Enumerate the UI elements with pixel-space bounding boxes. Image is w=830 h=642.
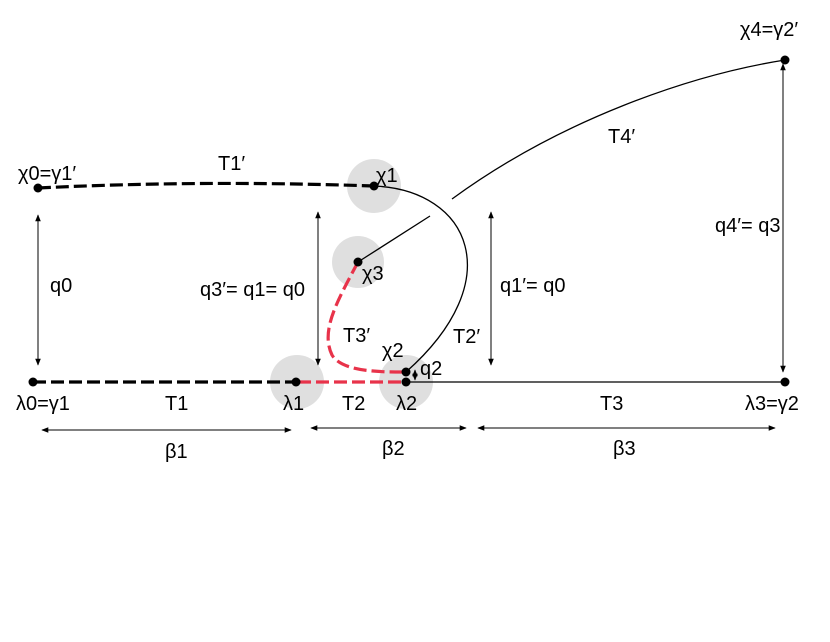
label-chi0-gamma1prime: χ0=γ1′ bbox=[18, 163, 76, 185]
label-T1: T1 bbox=[165, 393, 188, 415]
label-T3: T3 bbox=[600, 393, 623, 415]
node-chi0 bbox=[33, 183, 43, 193]
node-lambda1 bbox=[291, 377, 301, 387]
label-chi1: χ1 bbox=[376, 165, 398, 187]
label-T1prime: T1′ bbox=[218, 153, 245, 175]
node-chi1 bbox=[369, 181, 379, 191]
label-T2: T2 bbox=[342, 393, 365, 415]
label-q1prime-eq: q1′= q0 bbox=[500, 275, 565, 297]
node-lambda3 bbox=[780, 377, 790, 387]
label-T2prime: T2′ bbox=[453, 326, 480, 348]
label-chi4-gamma2prime: χ4=γ2′ bbox=[740, 19, 798, 41]
label-lambda3-gamma2: λ3=γ2 bbox=[745, 393, 799, 415]
label-chi2: χ2 bbox=[382, 340, 404, 362]
label-lambda1: λ1 bbox=[283, 393, 304, 415]
label-chi3: χ3 bbox=[362, 263, 384, 285]
node-chi4 bbox=[780, 55, 790, 65]
dashed-path-T3prime bbox=[326, 261, 407, 374]
label-q3prime-eq: q3′= q1= q0 bbox=[200, 279, 305, 301]
label-q0: q0 bbox=[50, 275, 72, 297]
node-chi3 bbox=[353, 257, 363, 267]
node-lambda0 bbox=[28, 377, 38, 387]
label-q2: q2 bbox=[420, 358, 442, 380]
label-lambda0-gamma1: λ0=γ1 bbox=[16, 393, 70, 415]
curve-chi3-branch bbox=[357, 215, 431, 263]
label-beta1: β1 bbox=[165, 441, 188, 463]
label-beta3: β3 bbox=[613, 438, 636, 460]
label-beta2: β2 bbox=[382, 438, 405, 460]
curve-T2prime bbox=[373, 185, 468, 373]
dashed-path-T1prime bbox=[37, 181, 375, 190]
label-T4prime: T4′ bbox=[608, 126, 635, 148]
label-T3prime: T3′ bbox=[343, 325, 370, 347]
node-chi2 bbox=[401, 367, 411, 377]
label-q4prime-eq: q4′= q3 bbox=[715, 215, 780, 237]
label-lambda2: λ2 bbox=[396, 393, 417, 415]
curve-T4prime bbox=[451, 59, 786, 200]
node-lambda2 bbox=[401, 377, 411, 387]
